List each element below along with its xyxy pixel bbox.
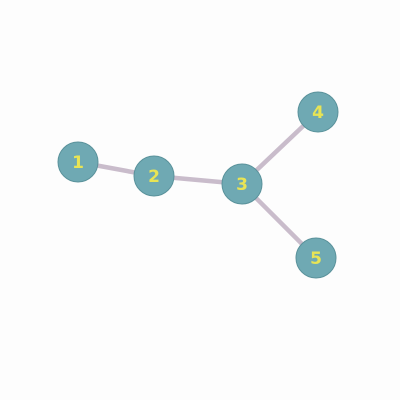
node-4: 4	[297, 91, 339, 133]
node-circle	[57, 141, 99, 183]
node-1: 1	[57, 141, 99, 183]
node-circle	[221, 163, 263, 205]
node-label: 1	[72, 153, 84, 173]
node-label: 4	[312, 103, 324, 123]
nodes-layer: 1 2 3 4 5	[57, 91, 339, 279]
node-5: 5	[295, 237, 337, 279]
node-label: 5	[310, 249, 322, 269]
node-label: 2	[148, 167, 160, 187]
node-circle	[297, 91, 339, 133]
node-circle	[295, 237, 337, 279]
node-3: 3	[221, 163, 263, 205]
edges-layer	[75, 109, 321, 261]
node-label: 3	[236, 175, 248, 195]
node-2: 2	[133, 155, 175, 197]
node-circle	[133, 155, 175, 197]
